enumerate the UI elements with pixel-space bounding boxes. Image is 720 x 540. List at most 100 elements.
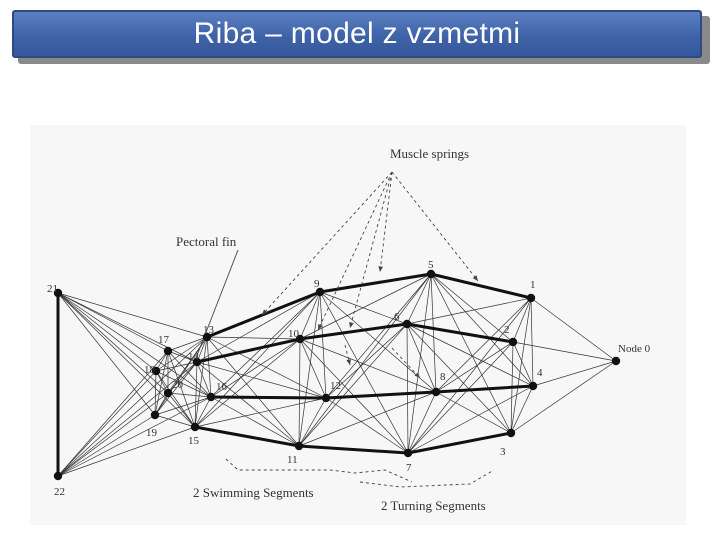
node-7 (403, 448, 413, 458)
spring-16-18 (155, 370, 212, 398)
muscle-11-7 (298, 444, 409, 455)
muscle-arrow-2 (317, 171, 393, 331)
muscle-arrow-6-head (346, 359, 351, 365)
spring-1-2 (512, 297, 532, 343)
muscle-arrow-5-head (472, 275, 478, 281)
spring-17-19 (154, 350, 169, 416)
spring-15-17 (167, 350, 196, 428)
title-bar: Riba – model z vzmetmi (12, 10, 702, 58)
spring-2-7 (407, 341, 514, 454)
label-muscle-springs: Muscle springs (390, 146, 469, 161)
spring-6-8 (406, 323, 437, 393)
node-label-5: 5 (428, 259, 434, 271)
muscle-13-9 (206, 290, 321, 339)
muscle-7-3 (407, 431, 512, 455)
muscle-arrow-3 (349, 171, 393, 329)
spring-16-17 (167, 350, 212, 398)
node-label-13: 13 (203, 324, 215, 336)
muscle-9-5 (319, 272, 432, 294)
spring-3-8 (435, 391, 512, 434)
spring-14-17 (167, 350, 198, 363)
muscle-arrow-4 (379, 171, 393, 273)
spring-1-3 (510, 297, 532, 434)
spring-7-9 (319, 291, 409, 454)
spring-14-19 (154, 361, 198, 416)
spring-15-20 (167, 392, 196, 428)
spring-16-20 (167, 392, 212, 398)
spring-21-16 (57, 292, 212, 398)
pectoral-fin-arrow (195, 249, 239, 359)
node-label-17: 17 (158, 334, 170, 346)
spring-5-12 (325, 273, 432, 399)
spring-8-10 (299, 338, 437, 393)
spring-10-13 (206, 336, 301, 340)
spring-6-11 (298, 323, 408, 447)
spring-1-6 (406, 297, 532, 325)
node-label-16: 16 (216, 381, 228, 393)
spring-21-13 (57, 292, 208, 338)
spring-13-15 (194, 336, 208, 428)
node-label-4: 4 (537, 367, 543, 379)
node-label-12: 12 (330, 380, 341, 392)
spring-18-19 (154, 370, 157, 416)
spring-13-17 (167, 336, 208, 352)
muscle-arrow-7 (391, 347, 421, 379)
spring-12-14 (196, 361, 327, 399)
spring-16-19 (154, 396, 212, 416)
spring-11-16 (210, 396, 300, 447)
spring-0-3 (510, 360, 617, 434)
spring-22-16 (57, 396, 212, 477)
node-label-22: 22 (54, 486, 65, 498)
spring-0-4 (532, 360, 617, 387)
node-11 (294, 441, 304, 451)
node-label-8: 8 (440, 371, 446, 383)
node-18 (151, 366, 161, 376)
node-0 (611, 356, 621, 366)
node-20 (163, 388, 173, 398)
muscle-10-6 (299, 322, 408, 341)
node-12 (321, 393, 331, 403)
spring-5-7 (407, 273, 432, 454)
spring-11-14 (196, 361, 300, 447)
spring-22-19 (57, 414, 156, 477)
node-label-19: 19 (146, 427, 158, 439)
spring-9-14 (196, 291, 321, 363)
muscle-arrow-4-head (378, 266, 383, 272)
muscle-arrow-1 (261, 171, 393, 316)
node-6 (402, 319, 412, 329)
muscle-arrow-1-head (262, 309, 268, 315)
spring-5-11 (298, 273, 432, 447)
spring-22-13 (57, 336, 208, 477)
spring-6-12 (325, 323, 408, 399)
spring-11-12 (298, 397, 327, 447)
spring-13-16 (206, 336, 212, 398)
spring-21-18 (57, 292, 157, 372)
spring-8-11 (298, 391, 437, 447)
spring-1-4 (530, 297, 534, 387)
node-15 (190, 422, 200, 432)
spring-13-14 (196, 336, 208, 363)
muscle-arrow-5 (391, 171, 479, 282)
spring-3-4 (510, 385, 534, 434)
muscle-6-2 (406, 322, 514, 344)
spring-12-15 (194, 397, 327, 428)
spring-2-4 (512, 341, 534, 387)
spring-21-14 (57, 292, 198, 363)
node-label-9: 9 (314, 278, 320, 290)
node-label-6: 6 (394, 311, 400, 323)
node-label-0: Node 0 (618, 343, 651, 355)
spring-9-12 (319, 291, 327, 399)
swimming-segments-brace (225, 458, 413, 483)
muscle-8-4 (435, 384, 534, 394)
slide-title: Riba – model z vzmetmi (193, 17, 521, 50)
node-14 (192, 357, 202, 367)
spring-21-20 (57, 292, 169, 394)
spring-15-16 (194, 396, 212, 428)
spring-0-1 (530, 297, 617, 362)
node-22 (53, 471, 63, 481)
node-19 (150, 410, 160, 420)
muscle-16-12 (210, 395, 327, 400)
spring-12-13 (206, 336, 327, 399)
node-label-20: 20 (172, 379, 184, 391)
